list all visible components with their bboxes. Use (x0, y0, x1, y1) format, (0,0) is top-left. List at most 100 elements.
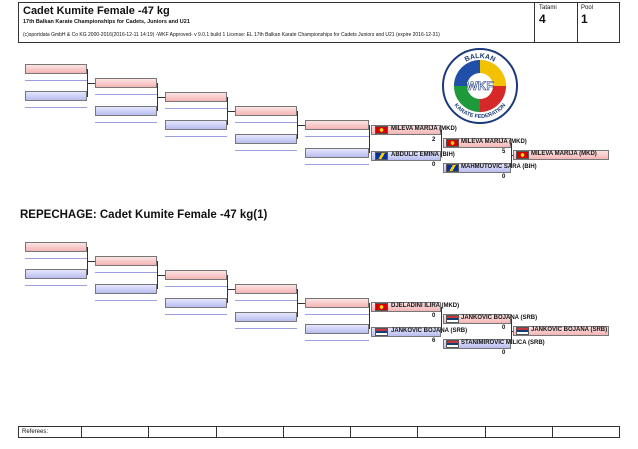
bracket-slot-sub (25, 107, 87, 108)
bracket-slot-sub (235, 122, 297, 123)
bracket-slot-red[interactable] (443, 314, 511, 324)
referees-row: Referees: (18, 426, 620, 438)
bracket-slot-sub (235, 300, 297, 301)
bracket-final-slot[interactable] (513, 150, 609, 160)
bracket-slot-red[interactable] (235, 106, 297, 116)
bracket-connector (511, 331, 513, 332)
srb-flag-icon (446, 315, 459, 323)
logo-top-text: BALKAN (464, 53, 497, 64)
bracket-final-slot[interactable] (513, 326, 609, 336)
tatami-cell: Tatami 4 (536, 3, 578, 42)
bracket-connector (87, 261, 95, 262)
match-score: 0 (502, 174, 506, 180)
competitor-name: MILEVA MARIJA (MKD) (461, 139, 527, 145)
bracket-slot-sub (165, 136, 227, 137)
referees-label: Referees: (19, 427, 82, 437)
referee-cell[interactable] (82, 427, 150, 437)
mkd-flag-icon (516, 151, 529, 159)
bracket-slot-sub (95, 122, 157, 123)
bracket-slot-red[interactable] (371, 125, 441, 135)
bracket-slot-red[interactable] (305, 298, 369, 308)
referee-cell[interactable] (418, 427, 486, 437)
balkan-karate-federation-logo: WKF BALKAN KARATE FEDERATION (440, 46, 520, 124)
bracket-slot-blue[interactable] (95, 106, 157, 116)
bracket-slot-blue[interactable] (165, 120, 227, 130)
bracket-connector (297, 303, 305, 304)
bracket-slot-red[interactable] (371, 302, 441, 312)
referee-cell[interactable] (217, 427, 284, 437)
bracket-connector (441, 130, 442, 157)
title-box: Cadet Kumite Female -47 kg 17th Balkan K… (19, 3, 535, 42)
bracket-slot-blue[interactable] (305, 324, 369, 334)
referee-cell[interactable] (351, 427, 419, 437)
bracket-slot-blue[interactable] (25, 269, 87, 279)
bih-flag-icon (446, 164, 459, 172)
pool-value: 1 (581, 12, 588, 26)
bracket-connector (441, 307, 442, 333)
bracket-slot-blue[interactable] (95, 284, 157, 294)
tatami-value: 4 (539, 12, 546, 26)
bracket-slot-sub (25, 285, 87, 286)
srb-flag-icon (375, 328, 388, 336)
license-line: (c)sportdata GmbH & Co KG 2000-2016(2016… (23, 32, 440, 38)
bracket-slot-blue[interactable] (443, 339, 511, 349)
bracket-slot-sub (95, 300, 157, 301)
referee-cell[interactable] (149, 427, 217, 437)
bracket-slot-sub (235, 328, 297, 329)
mkd-flag-icon (446, 139, 459, 147)
bracket-slot-sub (25, 80, 87, 81)
bracket-slot-blue[interactable] (443, 163, 511, 173)
bracket-slot-sub (305, 314, 369, 315)
repechage-title: REPECHAGE: Cadet Kumite Female -47 kg(1) (20, 209, 268, 221)
bracket-slot-blue[interactable] (235, 134, 297, 144)
bracket-slot-red[interactable] (95, 256, 157, 266)
match-score: 0 (502, 325, 506, 331)
svg-text:BALKAN: BALKAN (464, 53, 497, 64)
referee-cell[interactable] (284, 427, 351, 437)
bracket-slot-sub (305, 164, 369, 165)
event-title: Cadet Kumite Female -47 kg (23, 5, 170, 17)
pool-label: Pool (581, 5, 594, 11)
bracket-slot-blue[interactable] (25, 91, 87, 101)
match-score: 6 (432, 338, 436, 344)
bracket-connector (227, 289, 235, 290)
competitor-name: MILEVA MARIJA (MKD) (391, 126, 457, 132)
bracket-slot-red[interactable] (165, 92, 227, 102)
bracket-slot-sub (95, 272, 157, 273)
event-subtitle: 17th Balkan Karate Championships for Cad… (23, 19, 190, 25)
match-score: 0 (432, 162, 436, 168)
bracket-slot-sub (305, 340, 369, 341)
pool-cell: Pool 1 (578, 3, 619, 42)
bracket-slot-red[interactable] (165, 270, 227, 280)
bracket-slot-red[interactable] (25, 64, 87, 74)
bracket-connector (369, 303, 370, 329)
bracket-slot-blue[interactable] (371, 151, 441, 161)
match-score: 0 (502, 350, 506, 356)
bih-flag-icon (375, 152, 388, 160)
bracket-slot-sub (165, 314, 227, 315)
competitor-name: DJELADINI ILIRA (MKD) (391, 303, 460, 309)
bracket-slot-red[interactable] (305, 120, 369, 130)
bracket-slot-red[interactable] (95, 78, 157, 88)
srb-flag-icon (516, 327, 529, 335)
bracket-slot-red[interactable] (25, 242, 87, 252)
bracket-connector (157, 275, 165, 276)
bracket-connector (227, 111, 235, 112)
referee-cell[interactable] (553, 427, 619, 437)
competitor-name: MAHMUTOVIC SARA (BIH) (461, 164, 537, 170)
bracket-slot-blue[interactable] (305, 148, 369, 158)
srb-flag-icon (446, 340, 459, 348)
referee-cell[interactable] (486, 427, 553, 437)
bracket-connector (157, 97, 165, 98)
bracket-connector (87, 83, 95, 84)
bracket-slot-red[interactable] (235, 284, 297, 294)
competitor-name: JANKOVIC BOJANA (SRB) (391, 328, 468, 334)
bracket-slot-blue[interactable] (235, 312, 297, 322)
bracket-slot-blue[interactable] (371, 327, 441, 337)
competitor-name: STANIMIROVIC MILICA (SRB) (461, 340, 545, 346)
bracket-slot-red[interactable] (443, 138, 511, 148)
match-score: 0 (432, 313, 436, 319)
bracket-slot-blue[interactable] (165, 298, 227, 308)
mkd-flag-icon (375, 126, 388, 134)
competitor-name: ABDULIC EMINA (BIH) (391, 152, 455, 158)
